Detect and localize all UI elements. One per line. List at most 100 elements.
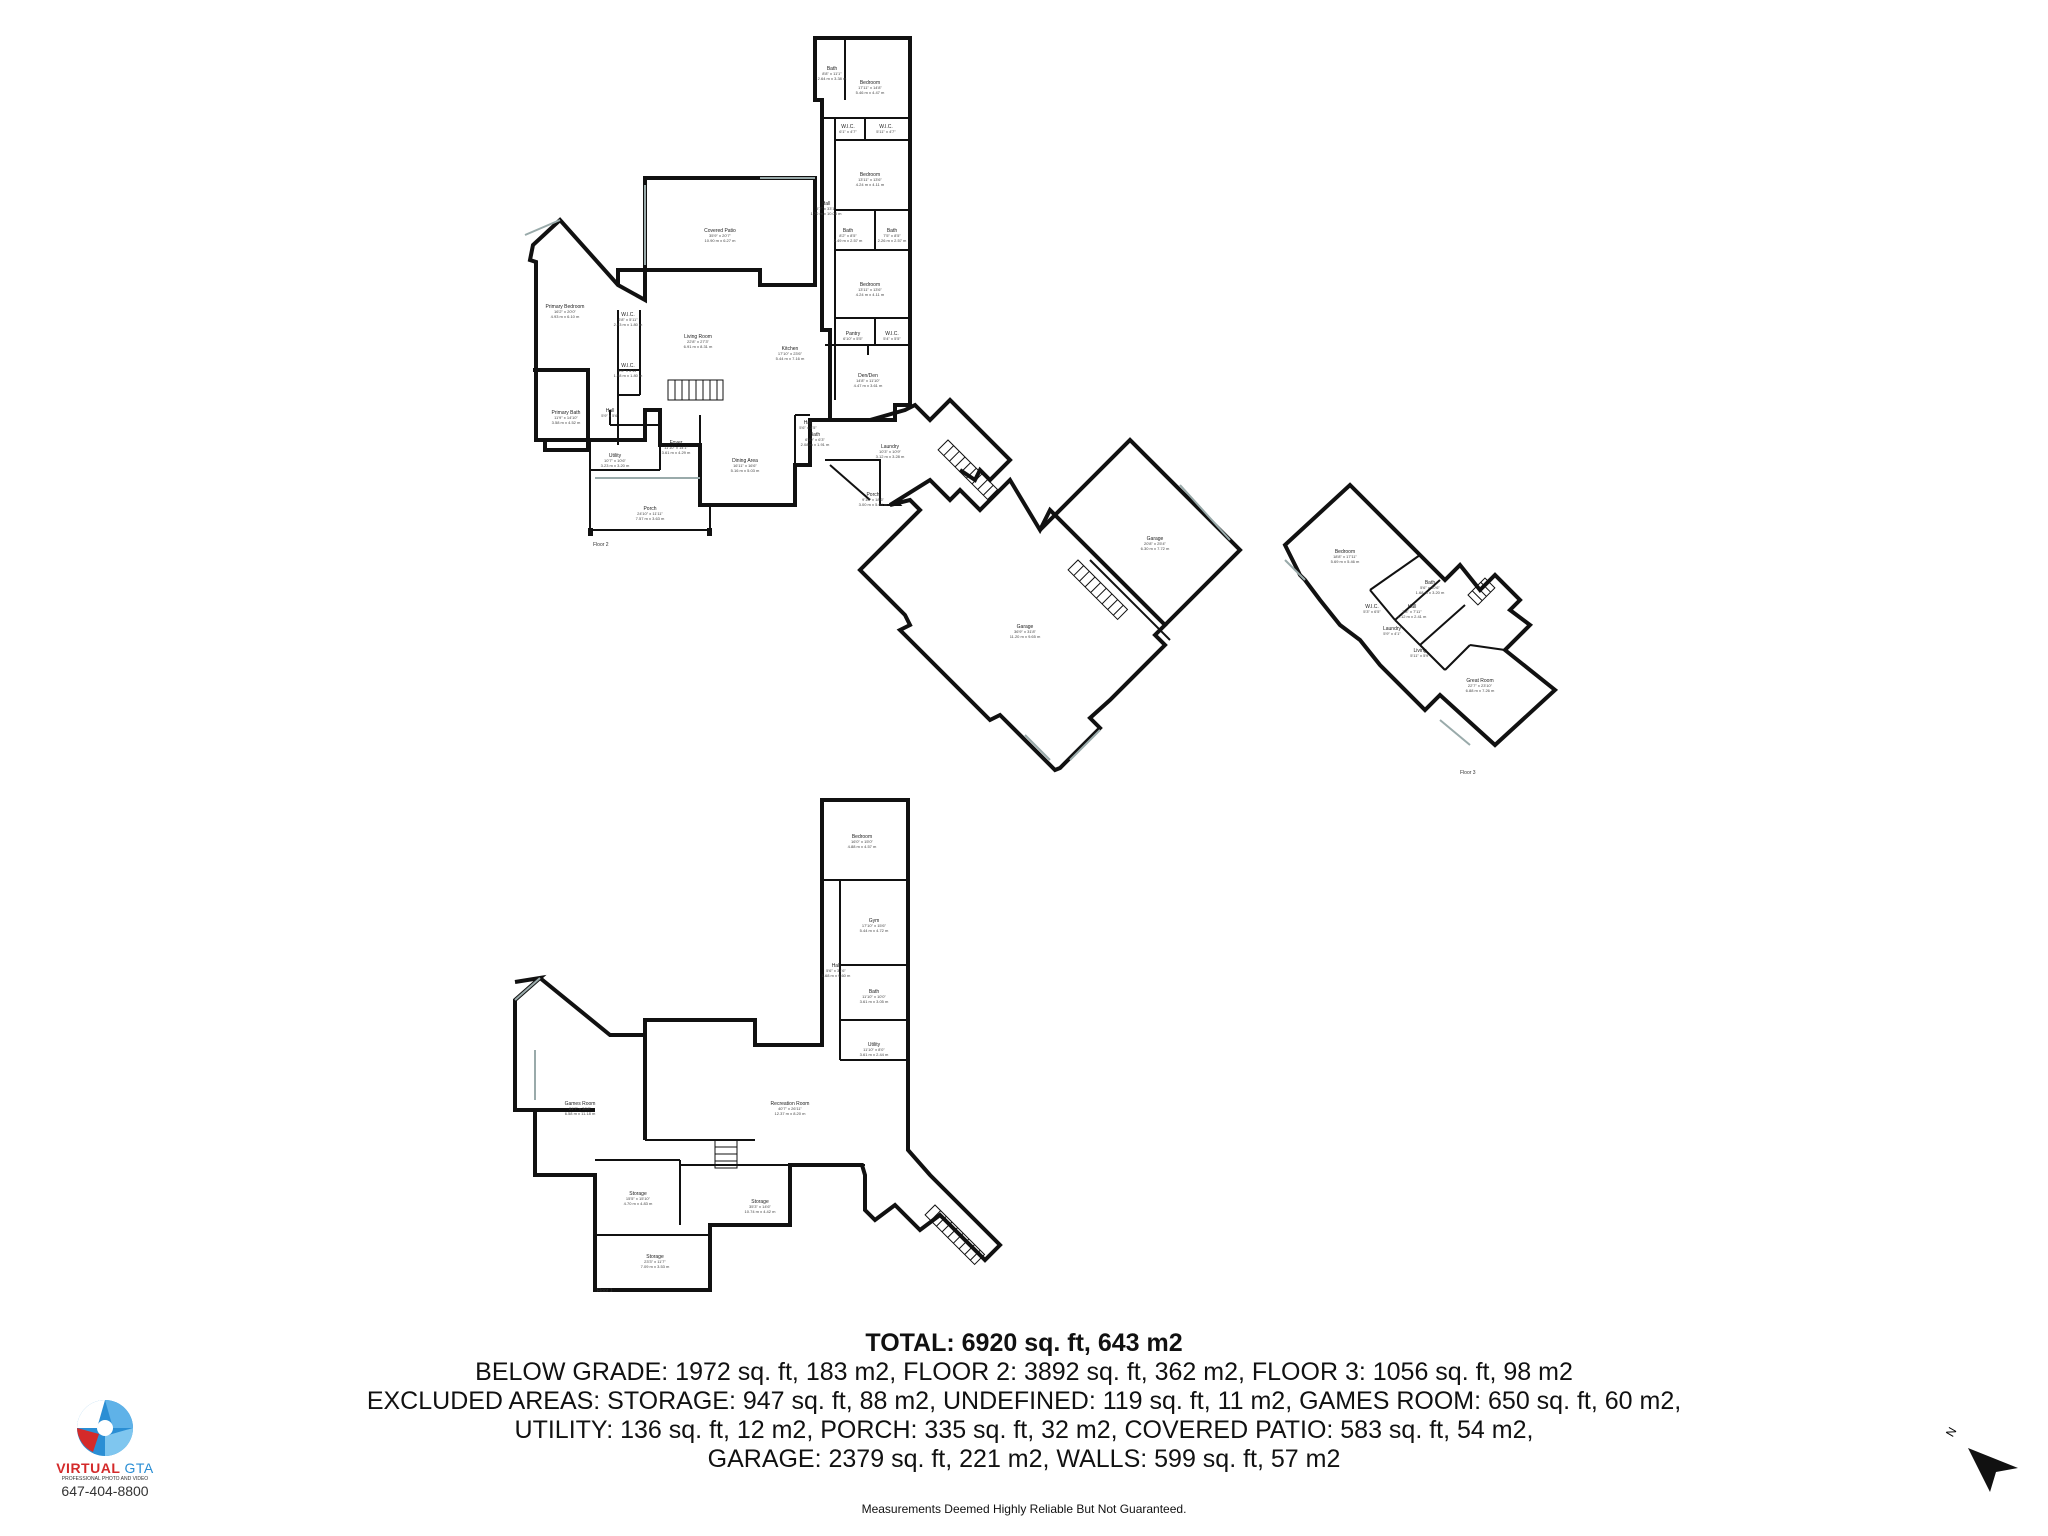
room-dimensions: 2.26 m x 2.57 m (878, 238, 907, 243)
room-name: Utility (868, 1042, 881, 1048)
room-dimensions: 3.12 m x 3.28 m (876, 454, 905, 459)
room-name: Bath (810, 432, 821, 438)
room-dimensions: 5'6" x 3'5" (799, 425, 817, 430)
room-name: Great Room (1466, 678, 1493, 684)
room-dimensions: 5'4" x 5'5" (883, 336, 901, 341)
room-name: Garage (1017, 624, 1034, 630)
room-name: Bedroom (852, 834, 872, 840)
room-dimensions: 24'10" x 11'11" (637, 511, 663, 516)
room-name: Living (1413, 648, 1426, 654)
room-name: Bath (869, 989, 880, 995)
room-name: Hall (832, 963, 841, 969)
room-name: Laundry (881, 444, 900, 450)
room-dimensions: 8'8" x 11'1" (822, 71, 842, 76)
room-dimensions: 2.49 m x 2.57 m (834, 238, 863, 243)
room-name: Hall (606, 408, 615, 414)
company-logo: VIRTUAL GTA PROFESSIONAL PHOTO AND VIDEO… (40, 1398, 170, 1499)
room-dimensions: 17'10" x 23'6" (778, 351, 803, 356)
room-dimensions: 5.44 m x 4.72 m (860, 928, 889, 933)
compass-label: N (1943, 1425, 1959, 1440)
room-dimensions: 2.64 m x 3.38 m (818, 76, 847, 81)
room-name: Porch (643, 506, 656, 512)
room-dimensions: 23'3" x 11'7" (644, 1259, 666, 1264)
room-dimensions: 2.03 m x 1.80 m (614, 322, 643, 327)
room-name: Utility (609, 453, 622, 459)
room-dimensions: 5'9" x 5'6" (601, 413, 619, 418)
room-dimensions: 20'8" x 25'4" (1144, 541, 1167, 546)
floor-label: Floor 2 (593, 542, 609, 548)
room-dimensions: 7'5" x 8'5" (883, 233, 901, 238)
room-dimensions: 4.24 m x 4.11 m (856, 292, 885, 297)
room-name: W.I.C. (841, 124, 855, 130)
room-dimensions: 6'10" x 5'5" (843, 336, 863, 341)
room-dimensions: 5'9" x 4'1" (1383, 631, 1401, 636)
room-name: Hall (1408, 604, 1417, 610)
total-area: TOTAL: 6920 sq. ft, 643 m2 (865, 1329, 1183, 1357)
room-dimensions: 6'6" x 5'11" (618, 368, 638, 373)
room-name: W.I.C. (1365, 604, 1379, 610)
room-dimensions: 3.61 m x 4.29 m (662, 450, 691, 455)
floor-1-plan (513, 798, 1003, 1292)
room-name: Dining Area (732, 458, 758, 464)
room-name: Pantry (846, 331, 861, 337)
room-name: W.I.C. (621, 363, 635, 369)
room-name: Games Room (565, 1101, 596, 1107)
room-dimensions: 16'0" x 15'0" (851, 839, 874, 844)
room-dimensions: 14'8" x 11'10" (856, 378, 880, 383)
room-name: Recreation Room (771, 1101, 810, 1107)
room-dimensions: 6.58 m x 11.18 m (565, 1111, 596, 1116)
aperture-icon (75, 1398, 135, 1458)
room-name: Primary Bedroom (546, 304, 585, 310)
room-name: W.I.C. (879, 124, 893, 130)
area-breakdown-line: GARAGE: 2379 sq. ft, 221 m2, WALLS: 599 … (707, 1445, 1341, 1473)
floor-2-plan (524, 36, 1243, 773)
area-breakdown-line: UTILITY: 136 sq. ft, 12 m2, PORCH: 335 s… (514, 1416, 1534, 1444)
room-dimensions: 5'6" x 10'6" (1420, 585, 1440, 590)
room-name: Gym (869, 918, 880, 924)
room-dimensions: 3'8" x 7'11" (1402, 609, 1422, 614)
floor-label: Floor 3 (1460, 770, 1476, 776)
room-dimensions: 36'9" x 31'8" (1014, 629, 1037, 634)
disclaimer: Measurements Deemed Highly Reliable But … (861, 1502, 1187, 1516)
room-name: Storage (629, 1191, 647, 1197)
room-dimensions: 10.74 m x 4.42 m (745, 1209, 777, 1214)
north-arrow-icon: N (1940, 1420, 2020, 1510)
room-dimensions: 3.23 m x 3.20 m (601, 463, 630, 468)
room-name: Bedroom (1335, 549, 1355, 555)
room-dimensions: 11'10" x 10'0" (862, 994, 886, 999)
room-dimensions: 4.47 m x 3.61 m (854, 383, 883, 388)
brand-name: VIRTUAL GTA (40, 1460, 170, 1476)
room-dimensions: 3.61 m x 2.44 m (860, 1052, 889, 1057)
room-dimensions: 11'10" x 14'1" (664, 445, 688, 450)
floor-label: Floor 1 (597, 1288, 613, 1294)
room-dimensions: 6'1" x 4'7" (839, 129, 857, 134)
room-name: Bedroom (860, 282, 880, 288)
room-name: W.I.C. (885, 331, 899, 337)
phone-number: 647-404-8800 (61, 1483, 149, 1499)
room-dimensions: 22'7" x 23'10" (1468, 683, 1493, 688)
room-name: Hall (822, 201, 831, 207)
room-dimensions: 35'3" x 14'6" (749, 1204, 772, 1209)
area-totals: TOTAL: 6920 sq. ft, 643 m2 BELOW GRADE: … (0, 1328, 2048, 1474)
room-dimensions: 1.98 m x 1.80 m (614, 373, 643, 378)
room-name: Foyer (670, 440, 683, 446)
room-dimensions: 5'11" x 5'9" (1410, 653, 1430, 658)
room-dimensions: 11'9" x 14'10" (554, 415, 578, 420)
room-dimensions: 4.70 m x 4.83 m (624, 1201, 653, 1206)
room-dimensions: 2.08 m x 1.91 m (801, 442, 830, 447)
room-dimensions: 16'11" x 16'6" (733, 463, 757, 468)
room-dimensions: 3.00 m x 5.64 m (859, 502, 888, 507)
room-name: Bath (887, 228, 898, 234)
room-dimensions: 5.69 m x 5.46 m (1331, 559, 1360, 564)
room-name: Bedroom (860, 172, 880, 178)
room-name: Bath (1425, 580, 1436, 586)
room-name: Bath (843, 228, 854, 234)
room-dimensions: 6.91 m x 8.31 m (684, 344, 713, 349)
room-dimensions: 6'8" x 5'11" (618, 317, 638, 322)
room-name: Bedroom (860, 80, 880, 86)
room-dimensions: 1.70 m x 10.08 m (811, 211, 843, 216)
room-dimensions: 40'7" x 26'11" (778, 1106, 802, 1111)
room-name: Garage (1147, 536, 1164, 542)
room-dimensions: 6.88 m x 7.26 m (1466, 688, 1495, 693)
room-name: Laundry (1383, 626, 1402, 632)
